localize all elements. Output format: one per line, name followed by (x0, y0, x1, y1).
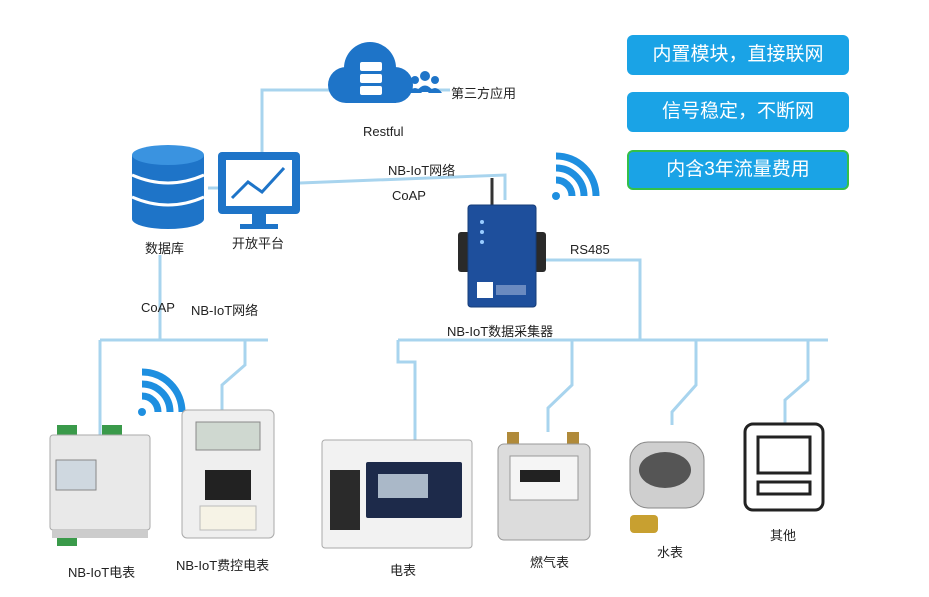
device-label-gas-meter: 燃气表 (530, 555, 570, 570)
top-link-protocol-label: CoAP (392, 188, 426, 203)
platform-monitor-icon (218, 152, 300, 229)
nbiot-meter-device (49, 425, 151, 546)
other-device-icon (743, 422, 825, 512)
device-label-electric-meter: 电表 (390, 563, 417, 578)
connection-lines (98, 88, 828, 442)
cloud-icon (328, 42, 413, 103)
database-icon (131, 145, 205, 229)
device-label-other: 其他 (770, 528, 797, 543)
water-meter-device (629, 441, 705, 533)
wifi-icon-collector (552, 152, 600, 200)
feature-badge-data-plan: 内含3年流量费用 (627, 150, 849, 190)
top-link-network-label: NB-IoT网络 (388, 163, 456, 178)
device-label-nbiot-meter: NB-IoT电表 (68, 565, 136, 580)
collector-device (458, 178, 546, 308)
wifi-icon-meters (138, 368, 186, 416)
rs485-label: RS485 (570, 242, 610, 257)
collector-label: NB-IoT数据采集器 (447, 324, 554, 339)
cloud-label: Restful (363, 124, 404, 139)
feature-badge-stable-signal: 信号稳定，不断网 (627, 92, 849, 132)
platform-label: 开放平台 (232, 236, 285, 251)
third-party-label: 第三方应用 (451, 86, 517, 101)
gas-meter-device (497, 432, 591, 541)
feature-badge-builtin-module: 内置模块，直接联网 (627, 35, 849, 75)
electric-meter-device (321, 439, 473, 549)
left-link-network-label: NB-IoT网络 (191, 303, 259, 318)
device-label-prepaid-meter: NB-IoT费控电表 (176, 558, 270, 573)
device-label-water-meter: 水表 (657, 545, 684, 560)
prepaid-meter-device (181, 409, 275, 539)
users-icon (408, 71, 442, 93)
database-label: 数据库 (145, 241, 185, 256)
left-link-protocol-label: CoAP (141, 300, 175, 315)
